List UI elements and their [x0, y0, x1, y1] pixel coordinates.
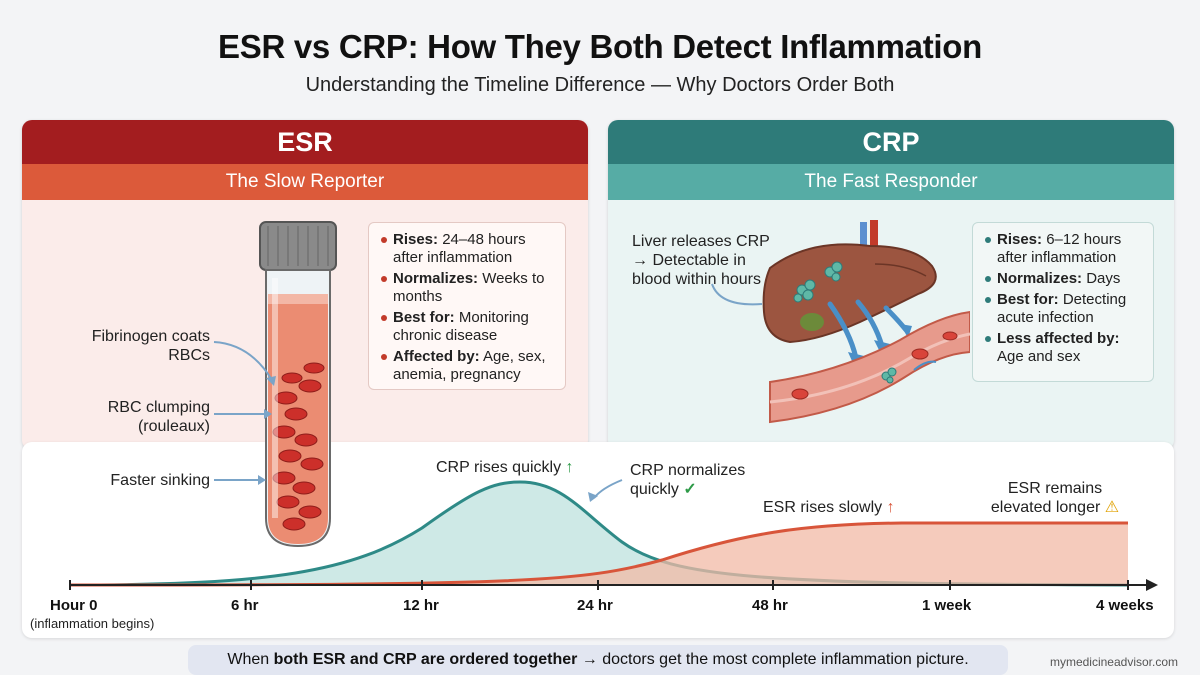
- tick-4weeks: 4 weeks: [1096, 597, 1154, 614]
- axis-ticks: [69, 580, 1129, 590]
- rbc-cluster-icon: [272, 362, 325, 531]
- liver-pointer: [711, 283, 763, 306]
- crp-rise-annotation: CRP rises quickly ↑: [436, 459, 574, 476]
- test-tube-illustration: [259, 221, 337, 548]
- page-subtitle: Understanding the Timeline Difference — …: [305, 74, 895, 96]
- tick-note: (inflammation begins): [30, 616, 155, 631]
- tick-24hr: 24 hr: [577, 597, 613, 614]
- warning-icon: ⚠: [1104, 499, 1120, 516]
- tick-48hr: 48 hr: [752, 597, 788, 614]
- tick-hour-0: Hour 0: [50, 597, 98, 614]
- esr-fact-best-for: Best for: Monitoring chronic disease: [379, 309, 555, 345]
- liver-illustration: [711, 220, 970, 424]
- esr-pointers: [213, 341, 276, 485]
- tick-1week: 1 week: [922, 597, 972, 614]
- check-icon: ✓: [683, 481, 697, 498]
- vein-stub: [860, 222, 867, 266]
- clumping-label: RBC clumping (rouleaux): [107, 399, 210, 435]
- crp-normalize-annotation: CRP normalizes quickly ✓: [630, 462, 746, 498]
- esr-remain-annotation: ESR remains elevated longer ⚠: [990, 480, 1120, 516]
- artery-stub: [870, 220, 878, 266]
- gallbladder-icon: [800, 313, 824, 331]
- esr-facts-box: Rises: 24–48 hours after inflammation No…: [368, 222, 566, 390]
- esr-tagline: The Slow Reporter: [22, 164, 588, 200]
- crp-fact-normalizes: Normalizes: Days: [983, 270, 1143, 288]
- crp-fact-best-for: Best for: Detecting acute infection: [983, 291, 1143, 327]
- bottom-note: When both ESR and CRP are ordered togeth…: [188, 645, 1008, 675]
- esr-fact-rises: Rises: 24–48 hours after inflammation: [379, 231, 555, 267]
- axis-arrowhead: [1146, 579, 1158, 591]
- crp-heading: CRP: [608, 120, 1174, 164]
- fibrinogen-label: Fibrinogen coats RBCs: [91, 328, 210, 364]
- crp-cluster-icon: [793, 261, 843, 303]
- esr-rise-annotation: ESR rises slowly ↑: [763, 499, 895, 516]
- up-arrow-icon-esr: ↑: [886, 499, 895, 516]
- site-credit: mymedicineadvisor.com: [1049, 655, 1178, 669]
- crp-fact-rises: Rises: 6–12 hours after inflammation: [983, 231, 1143, 267]
- esr-area: [70, 523, 1128, 585]
- tick-12hr: 12 hr: [403, 597, 439, 614]
- crp-facts-box: Rises: 6–12 hours after inflammation Nor…: [972, 222, 1154, 382]
- tick-6hr: 6 hr: [231, 597, 259, 614]
- esr-heading: ESR: [22, 120, 588, 164]
- esr-fact-normalizes: Normalizes: Weeks to months: [379, 270, 555, 306]
- crp-tagline: The Fast Responder: [608, 164, 1174, 200]
- timeline-chart: [69, 479, 1158, 591]
- page-title: ESR vs CRP: How They Both Detect Inflamm…: [218, 28, 982, 65]
- up-arrow-icon: ↑: [565, 459, 574, 476]
- sinking-label: Faster sinking: [110, 472, 210, 489]
- liver-label: Liver releases CRP → Detectable in blood…: [632, 233, 770, 288]
- crp-area: [70, 482, 1128, 585]
- esr-fact-affected-by: Affected by: Age, sex, anemia, pregnancy: [379, 348, 555, 384]
- crp-fact-less-affected: Less affected by: Age and sex: [983, 330, 1143, 366]
